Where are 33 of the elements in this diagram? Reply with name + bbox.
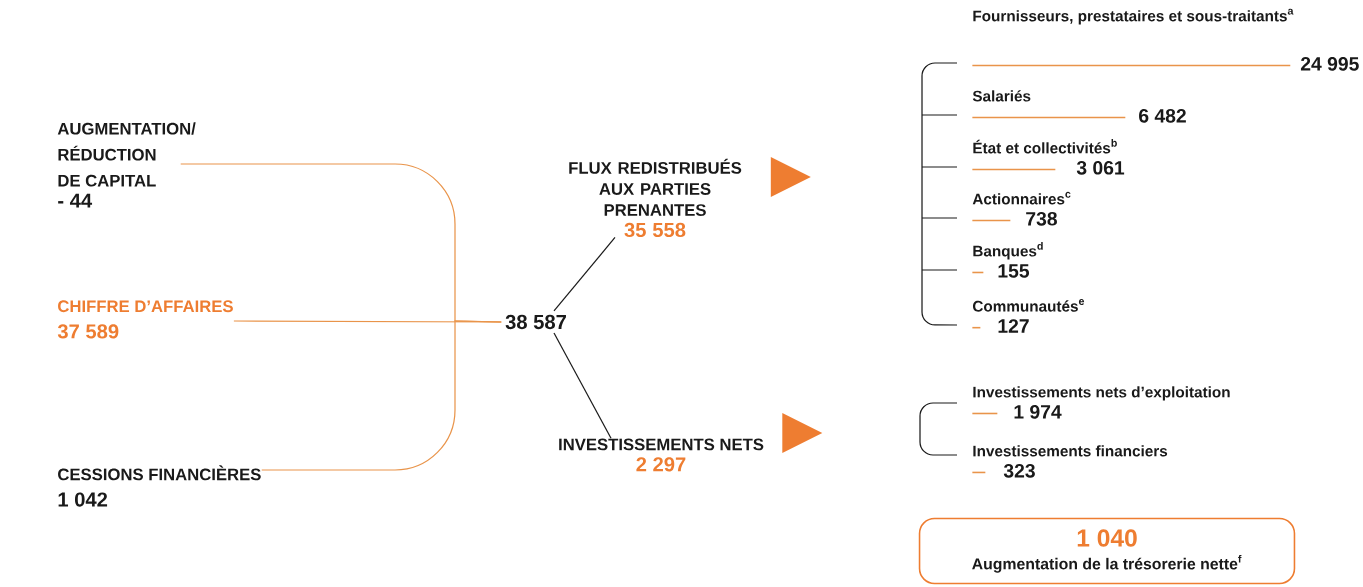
- item-label: Investissements financiers: [973, 445, 1168, 457]
- value-text: 738: [1026, 211, 1057, 226]
- item-label: État et collectivités$^{b}$: [973, 138, 1117, 154]
- item-label: Actionnaires$^{c}$: [972, 191, 1071, 205]
- heading-text: CHIFFRE D’AFFAIRES: [58, 300, 233, 313]
- heading-text: CESSIONS FINANCIÈRES: [58, 465, 261, 481]
- value-text: 2 297: [636, 457, 686, 472]
- heading-text: FLUX REDISTRIBUÉS AUX PARTIES PRENANTES: [569, 158, 742, 216]
- item-label: Investissements nets d’exploitation: [973, 386, 1230, 401]
- item-label: Banques$^{d}$: [973, 241, 1043, 260]
- value-text: 1 974: [1014, 405, 1062, 419]
- value-text: 323: [1003, 463, 1035, 478]
- connector-line: [553, 332, 612, 439]
- item-label: Fournisseurs, prestataires et sous-traitants$^{a}$: [973, 8, 1294, 25]
- heading-text: INVESTISSEMENTS NETS: [559, 438, 764, 451]
- arrow: [770, 157, 811, 197]
- item-label: Communautés$^{e}$: [973, 299, 1085, 312]
- value-text: 24 995: [1300, 57, 1359, 71]
- heading-text: AUGMENTATION/ RÉDUCTION DE CAPITAL: [57, 122, 196, 187]
- connector-line: [261, 320, 502, 471]
- value-text: 37 589: [57, 324, 119, 339]
- value-text: 38 587: [505, 314, 566, 330]
- value-text: 155: [998, 264, 1030, 278]
- result-box: 1 040 Augmentation de la trésorerie nette$^{f}$: [918, 517, 1296, 585]
- value-text: - 44: [58, 193, 93, 208]
- value-text: 6 482: [1139, 109, 1186, 123]
- item-label: Salariés: [972, 90, 1031, 102]
- value-text: 127: [998, 319, 1029, 333]
- value-text: 3 061: [1076, 160, 1125, 175]
- value-text: 35 558: [624, 222, 686, 238]
- value-text: 1 042: [58, 492, 108, 507]
- arrow: [782, 413, 823, 453]
- connector-line: [553, 236, 616, 312]
